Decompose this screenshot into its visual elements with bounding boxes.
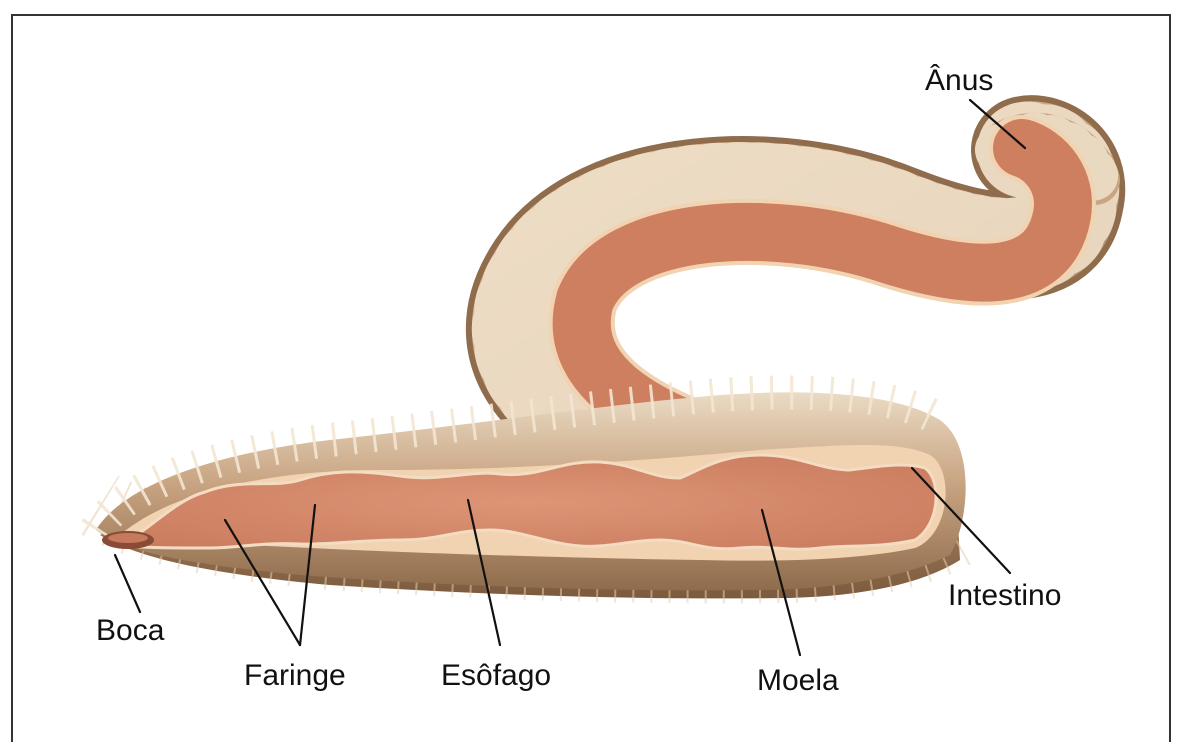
label-anus: Ânus <box>925 64 993 97</box>
label-intestino: Intestino <box>948 579 1061 612</box>
label-esofago: Esôfago <box>441 659 551 692</box>
label-faringe: Faringe <box>244 659 346 692</box>
label-boca: Boca <box>96 614 165 647</box>
leader-boca <box>115 555 140 612</box>
worm-anterior-body <box>96 392 966 598</box>
label-moela: Moela <box>757 664 839 697</box>
